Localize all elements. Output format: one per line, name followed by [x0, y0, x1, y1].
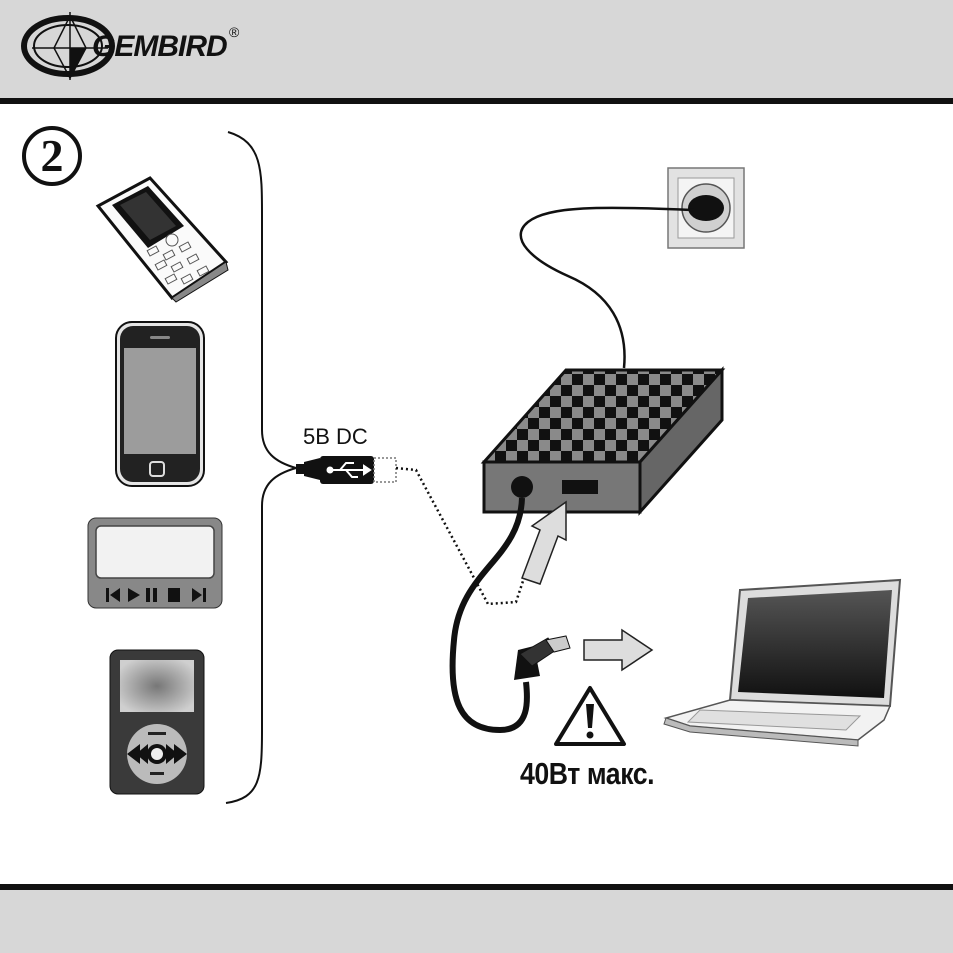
warning-icon — [556, 688, 624, 744]
right-arrow-icon — [584, 630, 652, 670]
mobile-phone-icon — [98, 178, 228, 302]
device-brace — [226, 132, 296, 803]
output-cable — [453, 498, 527, 730]
media-player-icon — [110, 650, 204, 794]
smartphone-icon — [116, 322, 204, 486]
usb-plug — [296, 456, 396, 484]
dc-connector — [514, 636, 570, 680]
power-bank-icon — [484, 370, 722, 512]
brand-name: GEMBIRD — [92, 30, 227, 64]
mp3-player-icon — [88, 518, 222, 608]
laptop-icon — [664, 580, 900, 746]
arrow-icon — [522, 502, 566, 584]
max-power-label: 40Вт макс. — [520, 756, 654, 792]
output-voltage-label: 5В DC — [303, 424, 368, 450]
registered-mark: ® — [229, 24, 239, 40]
power-socket-icon — [668, 168, 744, 248]
connection-diagram — [0, 104, 953, 884]
footer-bar — [0, 890, 953, 953]
